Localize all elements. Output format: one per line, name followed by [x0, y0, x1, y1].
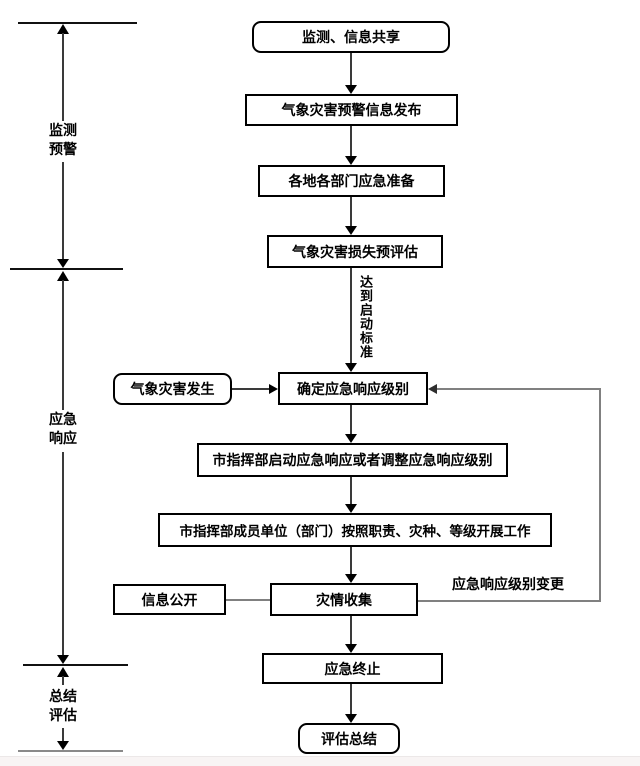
stage-label-summary: 总结 评估	[38, 687, 88, 725]
connector	[350, 547, 352, 575]
flow-box-members-work: 市指挥部成员单位（部门）按照职责、灾种、等级开展工作	[158, 513, 552, 547]
flow-box-label: 监测、信息共享	[302, 29, 400, 45]
flow-box-local-prep: 各地各部门应急准备	[258, 165, 445, 197]
stage-label-line: 应急	[49, 411, 77, 427]
arrowhead-down-icon	[345, 504, 357, 513]
connector	[350, 126, 352, 157]
stage3-line-upper	[62, 676, 64, 685]
flow-box-start-adjust: 市指挥部启动应急响应或者调整应急响应级别	[197, 443, 508, 477]
feedback-line-top	[436, 388, 601, 390]
flow-box-label: 确定应急响应级别	[297, 380, 409, 397]
flow-box-disaster-occur: 气象灾害发生	[113, 373, 232, 405]
edge-label-level-change: 应急响应级别变更	[452, 576, 564, 592]
flow-box-label: 灾情收集	[316, 591, 372, 608]
stage-tick-bottom	[18, 750, 123, 752]
connector	[350, 268, 352, 364]
bottom-strip	[0, 756, 640, 766]
arrowhead-down-icon	[345, 434, 357, 443]
flow-box-label: 市指挥部启动应急响应或者调整应急响应级别	[212, 452, 493, 468]
connector	[226, 599, 270, 601]
stage2-line-upper	[62, 280, 64, 411]
arrowhead-up-icon	[57, 667, 69, 677]
flow-box-label: 应急终止	[324, 660, 381, 677]
flow-box-warning-release: 气象灾害预警信息发布	[245, 94, 458, 126]
stage1-line-upper	[62, 33, 64, 122]
arrowhead-down-icon	[345, 85, 357, 94]
edge-label-threshold: 达到启动标准	[356, 275, 375, 359]
flow-box-terminate: 应急终止	[262, 653, 443, 684]
stage-label-line: 评估	[49, 707, 77, 723]
flow-box-label: 评估总结	[321, 730, 377, 747]
flow-box-label: 各地各部门应急准备	[288, 173, 415, 189]
stage-tick-mid1	[10, 268, 123, 270]
stage-tick-top	[18, 22, 137, 24]
stage1-line-lower	[62, 162, 64, 259]
arrowhead-down-icon	[57, 741, 69, 750]
connector	[350, 684, 352, 715]
stage-label-line: 总结	[49, 688, 77, 704]
feedback-line-bottom	[418, 600, 601, 602]
flow-box-loss-preassess: 气象灾害损失预评估	[267, 235, 443, 268]
flow-box-label: 市指挥部成员单位（部门）按照职责、灾种、等级开展工作	[179, 524, 531, 539]
arrowhead-down-icon	[345, 574, 357, 583]
arrowhead-down-icon	[345, 363, 357, 372]
connector	[350, 477, 352, 505]
arrowhead-down-icon	[345, 156, 357, 165]
flow-box-info-public: 信息公开	[113, 584, 226, 615]
arrowhead-up-icon	[57, 24, 69, 34]
connector	[232, 388, 270, 390]
connector	[350, 197, 352, 227]
arrowhead-down-icon	[345, 226, 357, 235]
feedback-line-right	[599, 388, 601, 602]
stage3-line-lower	[62, 728, 64, 743]
stage-tick-mid2	[23, 664, 128, 666]
arrowhead-down-icon	[57, 259, 69, 268]
flow-box-monitor-share: 监测、信息共享	[252, 21, 450, 53]
arrowhead-down-icon	[345, 714, 357, 723]
stage2-line-lower	[62, 452, 64, 655]
flow-box-determine-level: 确定应急响应级别	[278, 372, 428, 405]
connector	[350, 616, 352, 645]
stage-label-line: 响应	[49, 430, 77, 446]
stage-label-line: 监测	[49, 122, 77, 138]
flow-box-evaluate: 评估总结	[298, 723, 400, 754]
flow-box-label: 气象灾害发生	[130, 381, 215, 397]
flow-box-label: 信息公开	[141, 591, 198, 608]
stage-label-monitoring: 监测 预警	[38, 121, 88, 159]
arrowhead-right-icon	[269, 384, 278, 394]
flow-box-label: 气象灾害损失预评估	[292, 243, 418, 260]
stage-label-response: 应急 响应	[38, 410, 88, 448]
flow-box-label: 气象灾害预警信息发布	[281, 102, 422, 118]
connector	[350, 405, 352, 435]
arrowhead-down-icon	[57, 655, 69, 664]
flow-box-collect: 灾情收集	[270, 583, 418, 616]
stage-label-line: 预警	[49, 141, 77, 157]
arrowhead-up-icon	[57, 271, 69, 281]
arrowhead-left-icon	[428, 384, 437, 394]
arrowhead-down-icon	[345, 644, 357, 653]
connector	[350, 53, 352, 86]
